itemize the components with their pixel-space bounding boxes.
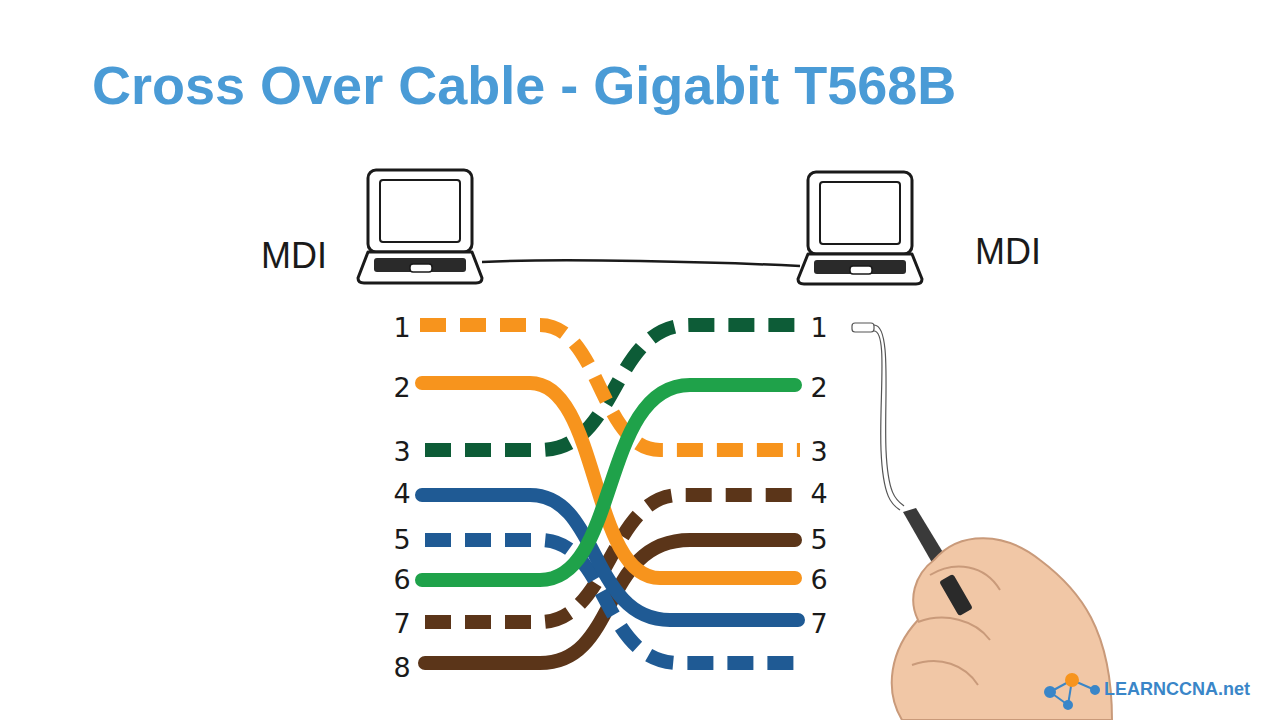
pin-number: 1 bbox=[393, 313, 410, 343]
pin-number: 4 bbox=[810, 479, 827, 509]
hand-drawing bbox=[892, 508, 1112, 720]
pin-number: 5 bbox=[810, 525, 827, 555]
pin-number: 5 bbox=[393, 525, 410, 555]
pin-number: 3 bbox=[393, 437, 410, 467]
cable-sketch bbox=[852, 323, 904, 510]
logo-icon bbox=[1045, 674, 1099, 709]
interface-label: MDI bbox=[975, 232, 1041, 272]
wire-green bbox=[422, 385, 795, 580]
pin-number: 2 bbox=[393, 373, 410, 403]
pin-number: 4 bbox=[393, 479, 410, 509]
page-title: Cross Over Cable - Gigabit T568B bbox=[92, 56, 956, 115]
pin-number: 7 bbox=[393, 609, 410, 639]
laptop-icon bbox=[358, 170, 482, 283]
network-link bbox=[482, 260, 800, 266]
pin-number: 7 bbox=[810, 609, 827, 639]
laptop-icon bbox=[798, 172, 922, 284]
wire-blue-white bbox=[425, 540, 800, 663]
watermark: LEARNCCNA.net bbox=[1104, 680, 1250, 700]
pin-number: 3 bbox=[810, 437, 827, 467]
interface-label: MDI bbox=[261, 236, 327, 276]
pin-number: 8 bbox=[393, 653, 410, 683]
pin-number: 6 bbox=[393, 565, 410, 595]
pin-number: 6 bbox=[810, 565, 827, 595]
pin-number: 2 bbox=[810, 373, 827, 403]
pin-number: 1 bbox=[810, 313, 827, 343]
